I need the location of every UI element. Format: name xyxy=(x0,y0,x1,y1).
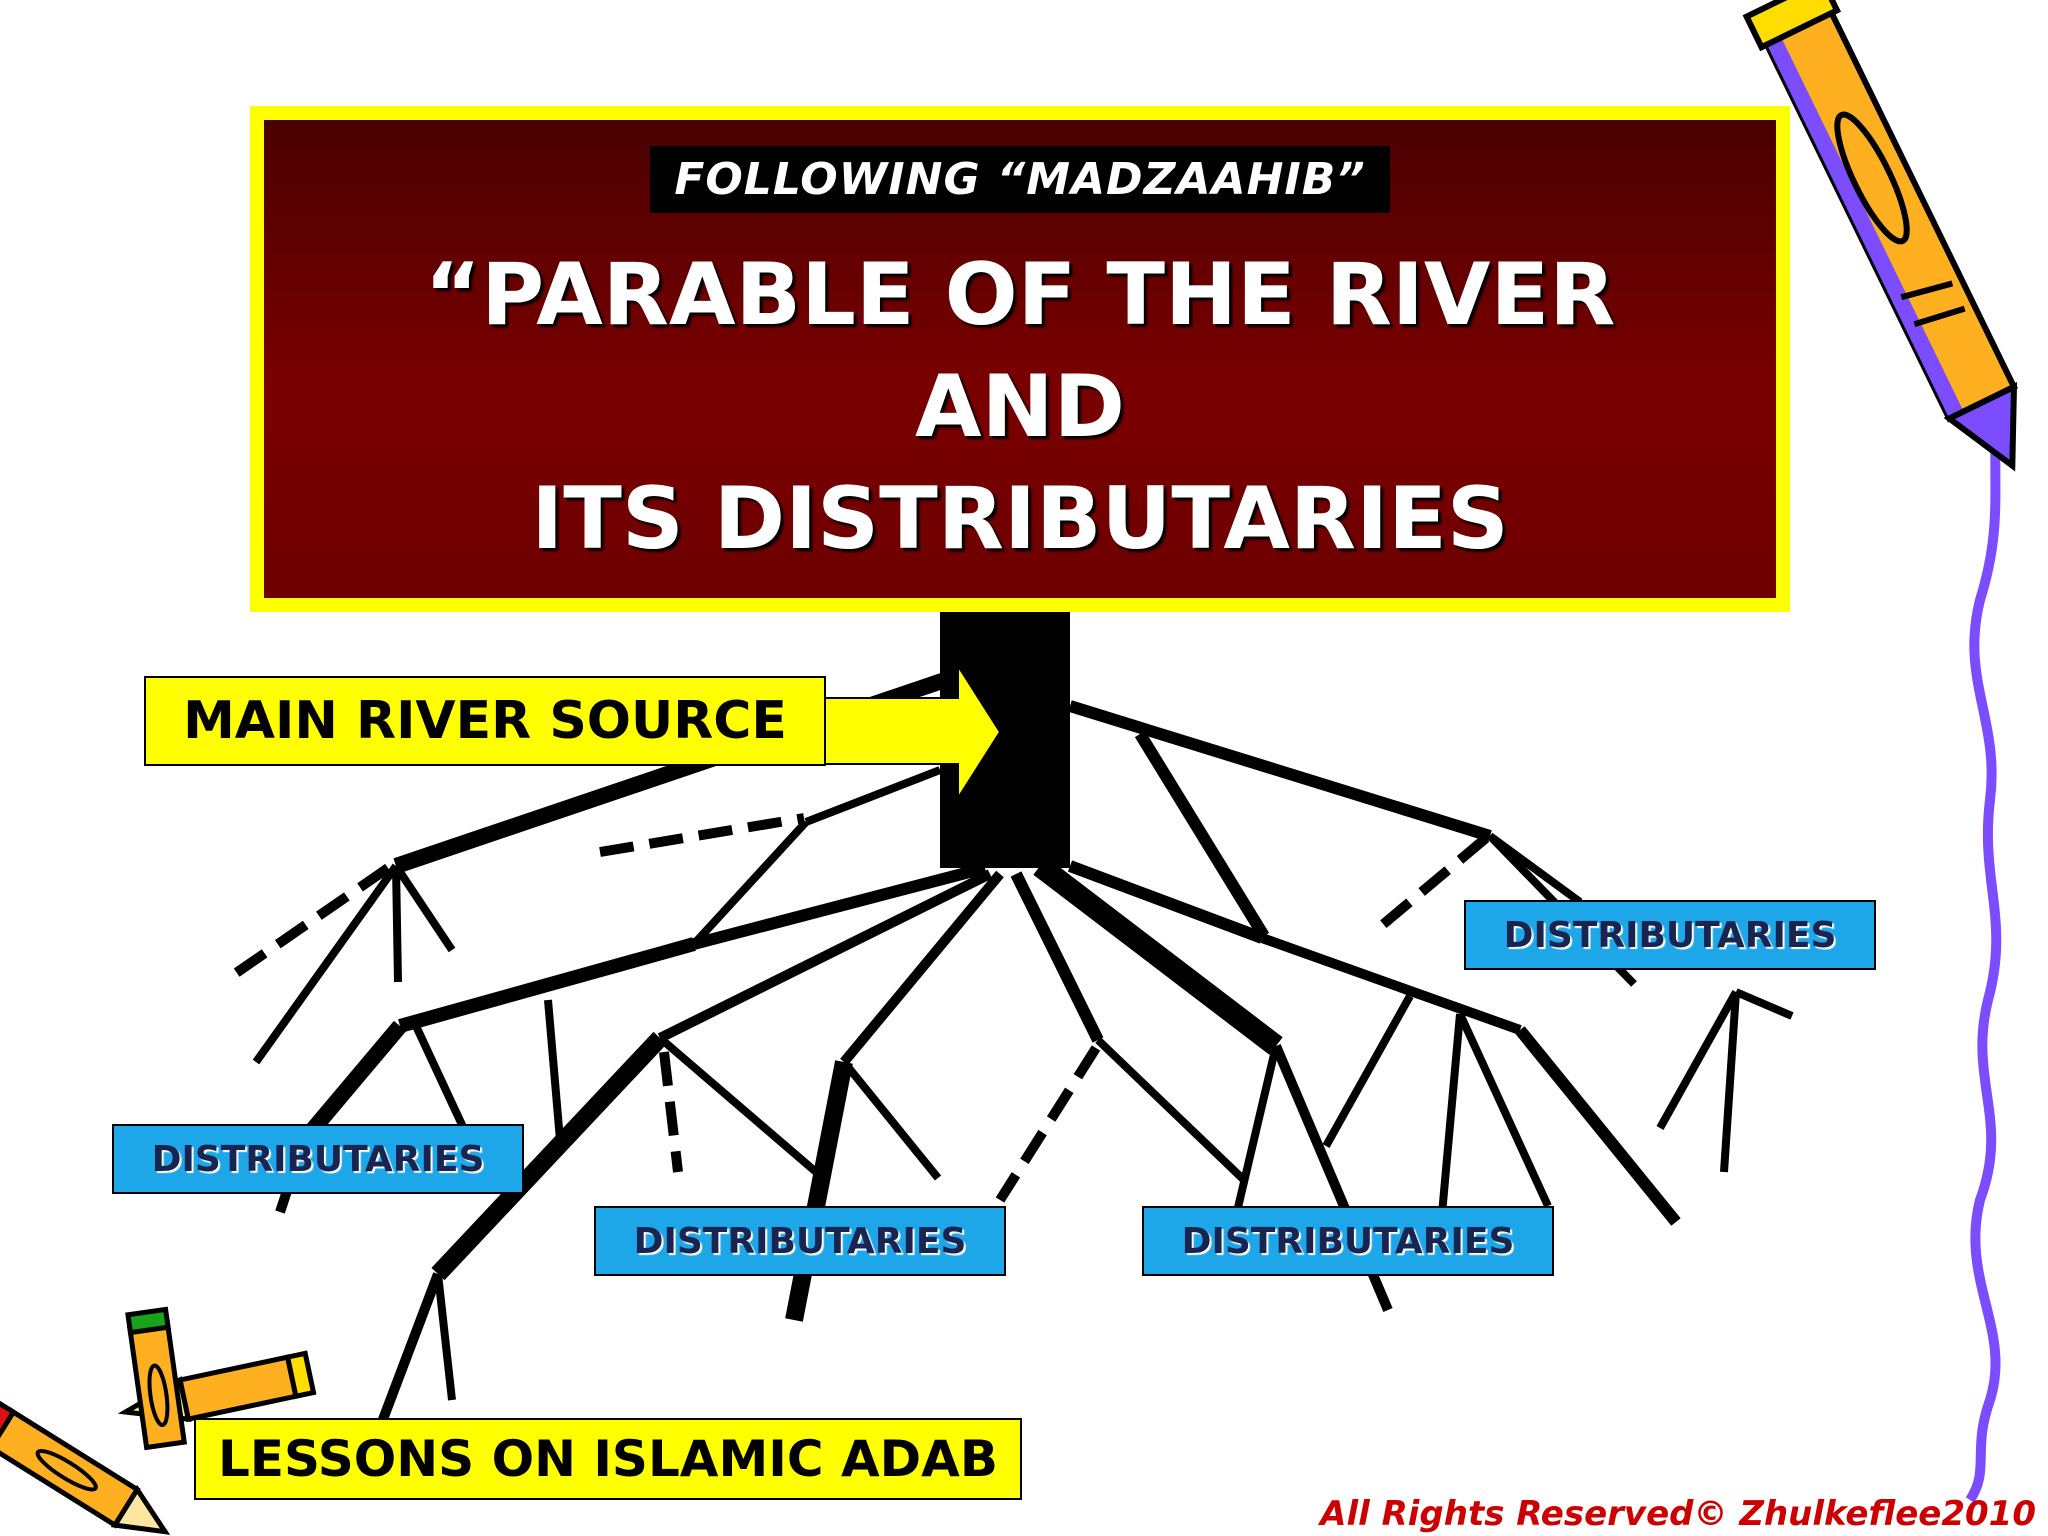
main-source-arrow xyxy=(823,662,1002,802)
lessons-label: LESSONS ON ISLAMIC ADAB xyxy=(194,1418,1022,1500)
distributaries-label-3: DISTRIBUTARIES xyxy=(1142,1206,1554,1276)
main-river-source-label: MAIN RIVER SOURCE xyxy=(144,676,826,766)
pencil-icon xyxy=(1742,0,2018,472)
title-board: FOLLOWING “MADZAAHIB” “PARABLE OF THE RI… xyxy=(250,106,1790,612)
subtitle: FOLLOWING “MADZAAHIB” xyxy=(650,146,1390,213)
title-panel: FOLLOWING “MADZAAHIB” “PARABLE OF THE RI… xyxy=(264,120,1776,598)
distributaries-label-4: DISTRIBUTARIES xyxy=(1464,900,1876,970)
pencil-group-icon xyxy=(0,1306,317,1535)
purple-squiggle-line xyxy=(1965,389,2003,1503)
copyright-notice: All Rights Reserved© Zhulkeflee2010 xyxy=(1320,1494,2036,1534)
distributaries-label-2: DISTRIBUTARIES xyxy=(594,1206,1006,1276)
distributaries-label-1: DISTRIBUTARIES xyxy=(112,1124,524,1194)
river-dashed-branches xyxy=(223,813,1490,1203)
page-title: “PARABLE OF THE RIVER AND ITS DISTRIBUTA… xyxy=(424,245,1616,569)
